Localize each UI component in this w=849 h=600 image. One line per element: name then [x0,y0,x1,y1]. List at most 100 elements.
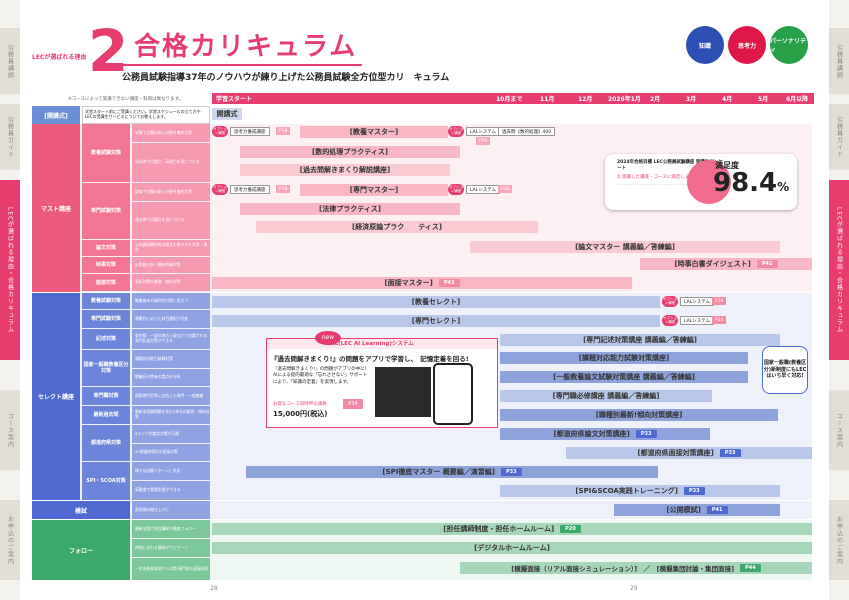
bar-suuteki: [数的処理プラクティス] [240,146,460,158]
option-badge-4: オプション講座 [448,184,464,195]
bar-digital: [デジタルホームルーム] [212,542,812,554]
bar-scoa: [SPI&SCOA実践トレーニング]P33 [500,485,780,497]
sidetab-left-3[interactable]: LECが選ばれる理由・合格カリキュラム [0,180,20,360]
desc-s-spi2: 高難度で実践学習ができる [132,481,210,500]
sidetab-right-5[interactable]: お申込のご案内 [829,500,849,580]
survey-question: Q 受講した講座・コースに満足しましたか? [617,175,706,180]
lal-tag: LALシステム [466,127,501,136]
must-label: マスト講座 [32,124,80,292]
survey-title: 2024年合格目標 LEC公務員試験講座 受講生アンケート [617,160,723,171]
option-badge-2: オプション講座 [448,126,464,137]
bar-todo-ronbun-label: [都道府県論文対策講座] [553,430,630,438]
desc-follow2: 時期に合わせ講師がナビゲート [132,539,210,557]
survey-label: 満足度 [715,161,739,170]
desc-senmon1: 試験で出題の高い分野を徹底学習 [132,183,210,201]
sidetab-right-1[interactable]: 公務員講師 [829,28,849,94]
sidetab-right-3[interactable]: LECが選ばれる理由・合格カリキュラム [829,180,849,360]
senmon-label: 専門試験対策 [82,183,130,239]
bar-todo-ronbun-page: P33 [635,430,657,438]
lal-body: 『過去問解きまくり!』の問題がアプリの中に! AIによる提的最適な「忘れさせない… [273,367,368,385]
month-apr: 4月 [722,96,733,103]
mogi-label: 模試 [32,501,130,519]
lal-tag-3: LALシステム [680,297,715,306]
bar-mensetsu-page: P43 [438,279,460,287]
bar-mensetsu-label: [面接マスター] [384,279,433,287]
desc-follow1: 最新全国で担任講師が徹底フォロー [132,520,210,538]
lal-tag-2: LALシステム [466,185,501,194]
bar-mogi: [公開模試] P41 [614,504,780,516]
circle-knowledge: 知識 [686,26,724,64]
bar-kijutsu: [専門記述対策講座 講義編／答練編] [500,334,780,346]
kaikoshiki-desc: 学習スタート前にご受講ください。学習スケジュールの立て方やLECの受講生サービス… [82,106,210,124]
bar-mensetsu-sim-label: [模擬面接（リアル面接シミュレーション）] ／ [模擬集団討論・集団面接] [511,565,735,573]
month-nov: 11月 [540,96,555,103]
bar-tannin-page: P20 [560,525,581,533]
lal-book-image [375,367,431,417]
bar-mogi-label: [公開模試] [666,506,701,514]
lal-page-tag: P34 [343,399,363,409]
title-underline [120,64,362,66]
s-saishin-label: 最新過去問 [82,406,130,424]
bar-todo-ronbun: [都道府県論文対策講座] P33 [500,428,710,440]
reason-label: LECが選ばれる理由 [32,54,87,61]
desc-s-kijutsu: 東京都・一部の地方上級などで出題される専門記述対策ができる [132,329,210,349]
timeline-bar: 学習スタート 10月まで 11月 12月 2026年1月 2月 3月 4月 5月… [212,93,814,104]
survey-value: 98.4% [713,170,789,196]
sidetab-left-5[interactable]: お申込のご案内 [0,500,20,580]
sidetab-left-4[interactable]: コース案内 [0,390,20,470]
bar-kyoyo-select: [教養セレクト] [212,296,660,308]
sidetab-left-1[interactable]: 公務員講師 [0,28,20,94]
bar-shokushu: [職種別最新!傾向対策講座] [500,409,778,421]
option-badge: オプション講座 [212,126,228,137]
mensetsu-label: 面接対策 [82,274,130,291]
p18-tag-2: P18 [276,185,291,193]
sidetab-right-4[interactable]: コース案内 [829,390,849,470]
sidetab-right-2[interactable]: 公務員ガイド [829,104,849,170]
desc-mensetsu: 面接対策の基礎・傾向対策 [132,274,210,291]
lal-box: LAL(LEC Ai Learning)システム new 『過去問解きまくり!』… [266,331,498,428]
p18-tag: P18 [276,127,291,135]
desc-follow3: 一次合格発表前から対策!専門家の面接指導 [132,558,210,580]
option-badge-6: オプション講座 [662,315,678,326]
bar-ronbun-master: [論文マスター 講義編／答練編] [470,241,780,253]
bar-senmon-select: [専門セレクト] [212,315,660,327]
section-number: 2 [88,17,129,85]
s-kyoyo-label: 教養試験対策 [82,293,130,309]
bar-ippan: [一般教養論文試験対策講座 講義編／答練編] [500,371,748,383]
bar-kakomon: [過去問解きまくり解説講座] [240,164,450,176]
bar-mogi-page: P41 [706,506,728,514]
lal-phone-image [433,363,473,425]
desc-ronbun: 公務員試験特有の論文の書き方を学習・演習 [132,240,210,256]
page-number-left: 28 [210,585,218,592]
bar-jiji-label: [時事白書ダイジェスト] [674,260,751,268]
ronbun-label: 論文対策 [82,240,130,256]
timeline-start: 学習スタート [216,96,253,103]
desc-s-spi1: 様々な出題パターンに対応 [132,462,210,480]
p36-tag: P36 [476,137,491,145]
kaikoshiki-bar: 開講式 [212,108,242,120]
survey-unit: % [777,180,790,194]
kakomon400-tag: 過去問《数的処理》400 [498,127,556,136]
desc-s-kokka2: 教養区分特有の論点を分析 [132,369,210,386]
month-dec: 12月 [578,96,593,103]
sidetab-left-2[interactable]: 公務員ガイド [0,104,20,170]
s-kijutsu-label: 記述対策 [82,329,130,349]
bar-senmon-master: [専門マスター] [300,184,448,196]
shiko-tag-2: 思考力養成講座 [230,185,270,194]
month-oct: 10月まで [496,96,523,103]
desc-s-todo2: 47都道府県別の面接対策 [132,444,210,461]
p34-tag-3: P34 [712,316,727,324]
page-number-right: 29 [630,585,638,592]
desc-s-kokka1: 課題対応能力試験対策 [132,350,210,368]
survey-pie [687,160,731,204]
kyoyo-label: 教養試験対策 [82,124,130,182]
bar-scoa-page: P33 [684,487,705,495]
s-spi-label: SPI・SCOA対策 [82,462,130,500]
bar-todo-mensetsu-page: P33 [719,449,741,457]
desc-s-saishin: 最新本試験問題を含む3年分の解説・傾向対策 [132,406,210,424]
s-senmonshoku-label: 専門職対策 [82,387,130,405]
lal-headline: 『過去問解きまくり!』の問題をアプリで学習し、 記憶定着を回る! [271,353,469,363]
month-feb: 2月 [650,96,661,103]
bar-kyoyo-master: [教養マスター] [300,126,448,138]
survey-number: 98.4 [713,168,778,198]
